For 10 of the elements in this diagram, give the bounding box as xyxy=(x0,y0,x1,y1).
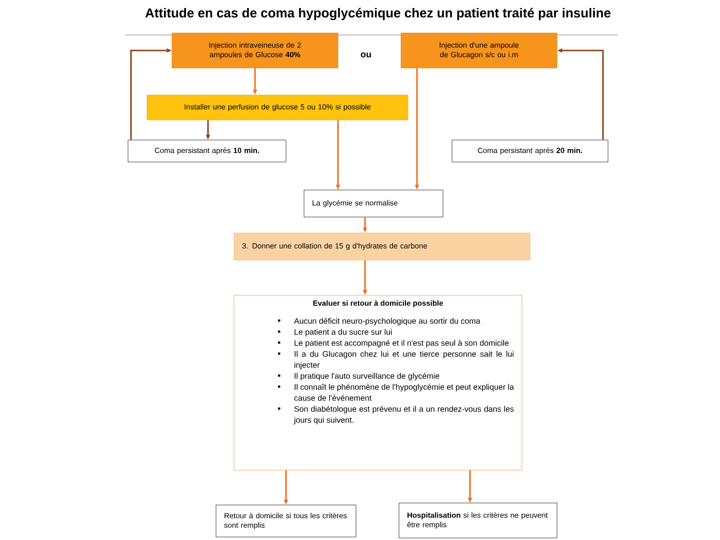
bullet-item: Il pratique l'auto surveillance de glycémie xyxy=(278,372,440,380)
bullet-item: Son diabétologue est prévenu et il a un rendez-vous dans les jours qui suivent. xyxy=(278,406,514,424)
bullet-item: Il connaît le phénomène de l'hypoglycémie et peut expliquer la cause de l'événement xyxy=(278,384,514,401)
evaluation-box xyxy=(234,295,522,470)
bullet-item: Le patient est accompagné et il n'est pas seul à son domicile xyxy=(278,340,509,348)
title: Attitude en cas de coma hypoglycémique chez un patient traité par insuline xyxy=(145,8,611,20)
bullet-item: Le patient a du sucre sur lui xyxy=(278,328,392,336)
bullet-item: Aucun déficit neuro-psychologique au sortir du coma xyxy=(278,318,480,326)
connector-word: ou xyxy=(360,52,371,58)
bullet-item: Il a du Glucagon chez lui et une tierce personne sait le lui injecter xyxy=(278,350,514,370)
